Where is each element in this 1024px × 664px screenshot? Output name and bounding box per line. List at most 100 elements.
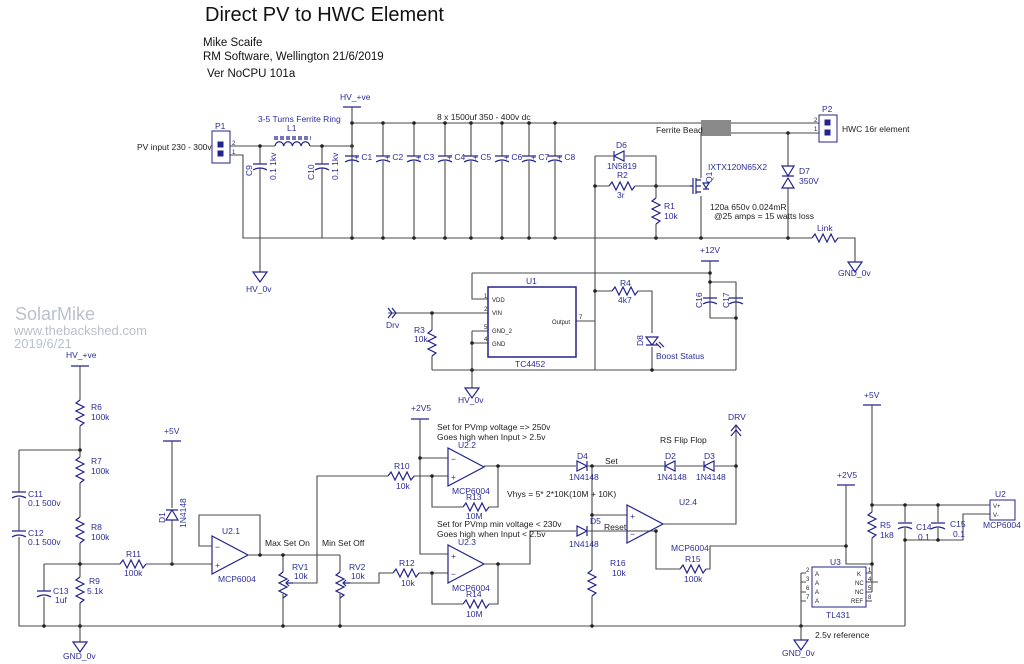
version: Ver NoCPU 101a xyxy=(207,68,296,80)
q1-part: IXTX120N65X2 xyxy=(708,162,767,172)
control-stage: HV_+ve R6 100k R7 100k R8 100k R9 5.1k C… xyxy=(11,350,905,661)
r14-value: 10M xyxy=(466,609,483,619)
gnd-label-1: GND_0v xyxy=(838,268,871,278)
company-date: RM Software, Wellington 21/6/2019 xyxy=(203,51,384,63)
u3-pinnum-3: 3 xyxy=(806,577,810,583)
p2-connector xyxy=(818,114,838,143)
r5-value: 1k8 xyxy=(880,530,894,540)
inductor-l1 xyxy=(274,141,311,147)
u21-ref: U2.1 xyxy=(222,526,240,536)
r4-ref: R4 xyxy=(620,278,631,288)
u1-pin-gnd2: GND_2 xyxy=(492,329,513,335)
u3-ref: U3 xyxy=(830,557,841,567)
r12-value: 10k xyxy=(401,578,415,588)
r9-ref: R9 xyxy=(89,576,100,586)
u3-tl431 xyxy=(811,566,867,608)
r11-ref: R11 xyxy=(126,549,141,559)
cap-c6: + C6 xyxy=(504,152,522,162)
u2-power-block xyxy=(989,499,1016,521)
r8-ref: R8 xyxy=(91,522,102,532)
d3-ref: D3 xyxy=(704,451,715,461)
rv1-ref: RV1 xyxy=(292,562,309,572)
r5-ref: R5 xyxy=(880,520,891,530)
p2-pin2: 2 xyxy=(814,118,818,124)
c11-ref: C11 xyxy=(28,489,43,499)
ferrite-bead-label: Ferrite Bead xyxy=(656,125,703,135)
driver-stage: +12V C16 C17 U1 TC4452 VDD VIN GND_2 GND… xyxy=(386,245,744,405)
reference-note: 2.5v reference xyxy=(815,630,870,640)
tvs-d7 xyxy=(780,165,796,189)
p1-pin1: 1 xyxy=(232,150,236,156)
r15-value: 100k xyxy=(684,574,703,584)
u23-ref: U2.3 xyxy=(458,537,476,547)
rs-flipflop-label: RS Flip Flop xyxy=(660,435,707,445)
u1-pinnum-4: 4 xyxy=(484,337,488,343)
l1-desc: 3-5 Turns Ferrite Ring xyxy=(258,114,341,124)
c17-ref: C17 xyxy=(721,292,731,308)
u23-part: MCP6004 xyxy=(452,583,490,593)
u3-pinnum-2: 2 xyxy=(806,568,810,574)
cap-bank-note: 8 x 1500uf 350 - 400v dc xyxy=(437,112,531,122)
svg-text:+: + xyxy=(215,560,220,570)
u3-part: TL431 xyxy=(826,610,850,620)
c9-value: 0.1 1kv xyxy=(268,152,278,180)
set-label: Set xyxy=(605,456,618,466)
drv-input-arrow xyxy=(387,307,397,319)
svg-text:+: + xyxy=(451,472,456,482)
r2-value: 3r xyxy=(617,190,625,200)
q1-note2: @25 amps = 15 watts loss xyxy=(714,211,814,221)
p5v-label-2: +5V xyxy=(864,390,880,400)
u2-ref: U2 xyxy=(995,489,1006,499)
c16-ref: C16 xyxy=(694,292,704,308)
u24-part: MCP6004 xyxy=(671,543,709,553)
svg-text:−: − xyxy=(630,529,635,539)
p2-ref: P2 xyxy=(822,104,833,114)
hv-pos-label: HV_+ve xyxy=(340,92,371,102)
u3-pinnum-5: 5 xyxy=(868,586,872,592)
drv-output-label: DRV xyxy=(728,412,746,422)
u3-pinnum-1: 1 xyxy=(868,568,872,574)
vhys-note: Vhys = 5* 2*10K(10M + 10K) xyxy=(507,489,616,499)
c15-value: 0.1 xyxy=(953,529,965,539)
q1-ref: Q1 xyxy=(704,171,714,183)
c9-ref: C9 xyxy=(244,165,254,176)
hv-0v-label-1: HV_0v xyxy=(246,284,272,294)
p1-desc: PV input 230 - 300v xyxy=(137,142,212,152)
p1-connector xyxy=(211,130,231,164)
rv2-potentiometer[interactable] xyxy=(335,571,350,599)
u1-part: TC4452 xyxy=(515,359,546,369)
u1-pin-gnd: GND xyxy=(492,342,506,348)
svg-text:−: − xyxy=(451,454,456,464)
svg-text:−: − xyxy=(215,542,220,552)
r13-ref: R13 xyxy=(466,492,482,502)
rv1-potentiometer[interactable] xyxy=(278,571,293,599)
gnd-label-3: GND_0v xyxy=(782,648,815,658)
r6-value: 100k xyxy=(91,412,110,422)
p2-pin1: 1 xyxy=(814,127,818,133)
watermark: SolarMike www.thebackshed.com 2019/6/21 xyxy=(13,304,147,351)
l1-ref: L1 xyxy=(287,123,297,133)
d8-desc: Boost Status xyxy=(656,351,704,361)
u3-pin-a1: A xyxy=(815,572,819,578)
d6-ref: D6 xyxy=(616,140,627,150)
d1-ref: D1 xyxy=(157,512,167,523)
note-min-2: Goes high when Input < 2.5v xyxy=(437,529,546,539)
c14-value: 0.1 xyxy=(918,532,930,542)
u3-pinnum-7: 7 xyxy=(806,595,810,601)
d2-value: 1N4148 xyxy=(657,472,687,482)
u22-ref: U2.2 xyxy=(458,440,476,450)
u3-pin-a4: A xyxy=(815,599,819,605)
u1-tc4452 xyxy=(487,286,577,358)
mosfet-q1: Q1 xyxy=(690,171,714,194)
u3-pin-a3: A xyxy=(815,590,819,596)
cap-c5: + C5 xyxy=(473,152,491,162)
watermark-date: 2019/6/21 xyxy=(14,336,72,351)
u1-pin-output: Output xyxy=(552,320,570,326)
u1-pinnum-2: 2 xyxy=(484,307,488,313)
r6-ref: R6 xyxy=(91,402,102,412)
c13-value: 1uf xyxy=(55,595,67,605)
gnd-label-2: GND_0v xyxy=(63,651,96,661)
r12-ref: R12 xyxy=(399,558,415,568)
cap-c3: + C3 xyxy=(416,152,434,162)
